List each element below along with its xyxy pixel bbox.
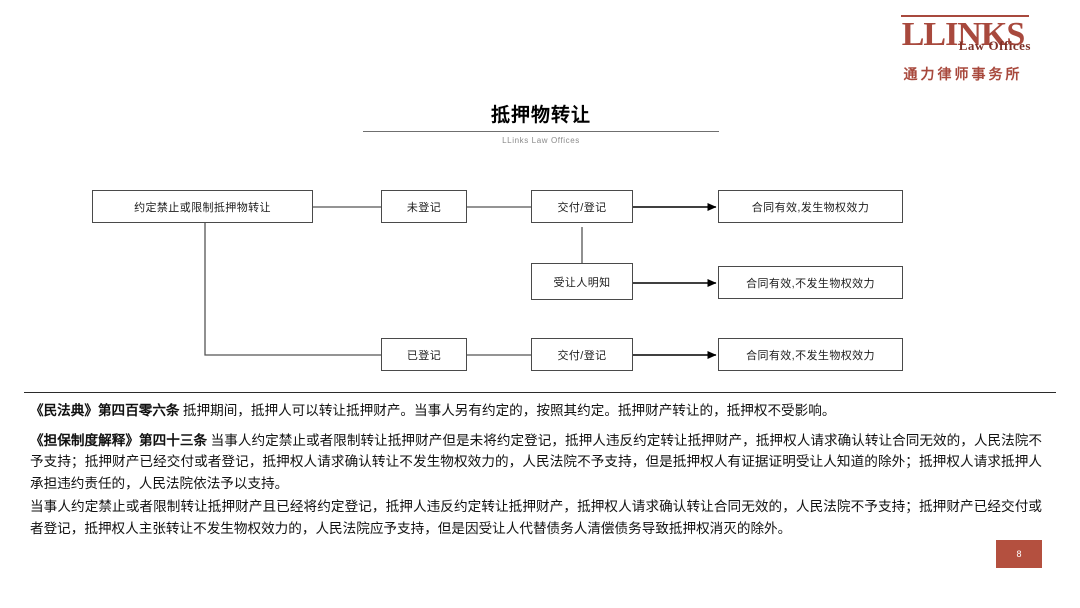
llinks-logo: LLINKS Law Offices 通力律师事务所 (893, 15, 1033, 84)
page-title: 抵押物转让 (490, 104, 591, 126)
citation-guarantee-interpretation: 《担保制度解释》第四十三条 (30, 432, 208, 448)
flow-node-registered[interactable]: 已登记 (381, 338, 467, 371)
logo-tagline: Law Offices (958, 38, 1031, 53)
logo-top-rule (901, 15, 1029, 17)
flow-node-unregistered[interactable]: 未登记 (381, 190, 467, 223)
flow-node-condition[interactable]: 约定禁止或限制抵押物转让 (92, 190, 313, 223)
title-subheading: LLinks Law Offices (502, 136, 580, 145)
paragraph-civil-code-text: 抵押期间，抵押人可以转让抵押财产。当事人另有约定的，按照其约定。抵押财产转让的，… (179, 403, 836, 418)
flowchart-connectors (204, 203, 717, 359)
paragraph-guarantee-text: 当事人约定禁止或者限制转让抵押财产但是未将约定登记，抵押人违反约定转让抵押财产，… (30, 432, 1042, 491)
paragraph-registered-case: 当事人约定禁止或者限制转让抵押财产且已经将约定登记，抵押人违反约定转让抵押财产，… (30, 499, 1042, 536)
logo-chinese-name: 通力律师事务所 (903, 68, 1023, 83)
flow-node-result-valid-effective[interactable]: 合同有效,发生物权效力 (718, 190, 903, 223)
slide-title-block: 抵押物转让 LLinks Law Offices (363, 104, 719, 145)
logo-wordmark: LLINKS (901, 16, 1026, 53)
legal-text-block: 《民法典》第四百零六条 抵押期间，抵押人可以转让抵押财产。当事人另有约定的，按照… (30, 400, 1042, 541)
title-underline (363, 131, 719, 132)
page-number-badge: 8 (996, 540, 1042, 568)
flow-node-result-valid-no-effect-bottom[interactable]: 合同有效,不发生物权效力 (718, 338, 903, 371)
flow-node-transferee-aware[interactable]: 受让人明知 (531, 263, 633, 300)
paragraph-guarantee-interpretation: 《担保制度解释》第四十三条 当事人约定禁止或者限制转让抵押财产但是未将约定登记，… (30, 430, 1042, 495)
flow-node-result-valid-no-effect-mid[interactable]: 合同有效,不发生物权效力 (718, 266, 903, 299)
section-divider (24, 392, 1056, 393)
paragraph-civil-code: 《民法典》第四百零六条 抵押期间，抵押人可以转让抵押财产。当事人另有约定的，按照… (30, 400, 1042, 422)
flow-node-delivery-registration-top[interactable]: 交付/登记 (531, 190, 633, 223)
citation-civil-code: 《民法典》第四百零六条 (30, 403, 180, 418)
flow-node-delivery-registration-bottom[interactable]: 交付/登记 (531, 338, 633, 371)
flowchart: 约定禁止或限制抵押物转让 未登记 交付/登记 合同有效,发生物权效力 受让人明知… (92, 190, 903, 371)
